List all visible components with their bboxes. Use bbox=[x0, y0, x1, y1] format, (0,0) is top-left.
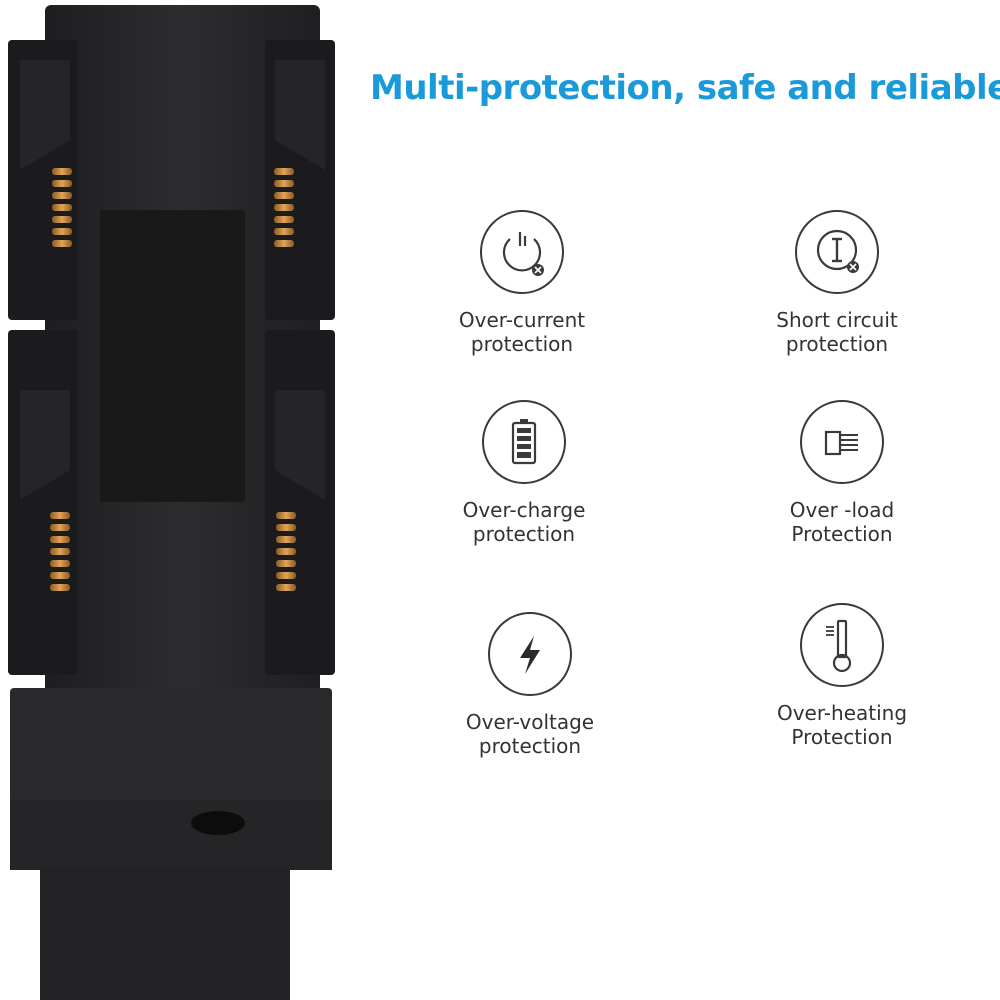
feature-label-line1: Short circuit bbox=[776, 308, 898, 332]
headline: Multi-protection, safe and reliable bbox=[370, 68, 1000, 108]
lightning-icon bbox=[488, 612, 572, 696]
feature-over-current: Over-current protection bbox=[407, 210, 637, 356]
feature-label-line1: Over-voltage bbox=[465, 710, 595, 734]
feature-over-heating: Over-heating Protection bbox=[727, 603, 957, 749]
feature-label-line1: Over-current bbox=[458, 308, 586, 332]
feature-label-line2: Protection bbox=[791, 725, 893, 749]
power-warning-icon bbox=[480, 210, 564, 294]
feature-label-line2: protection bbox=[470, 332, 574, 356]
feature-over-charge: Over-charge protection bbox=[409, 400, 639, 546]
feature-label-line2: Protection bbox=[791, 522, 893, 546]
feature-label-line2: protection bbox=[785, 332, 889, 356]
feature-label-line2: protection bbox=[478, 734, 582, 758]
charging-hub-image bbox=[8, 5, 335, 1000]
feature-short-circuit: Short circuit protection bbox=[722, 210, 952, 356]
feature-label-line1: Over-heating bbox=[776, 701, 908, 725]
feature-label-line1: Over -load bbox=[789, 498, 895, 522]
feature-label-line2: protection bbox=[472, 522, 576, 546]
load-plug-icon bbox=[800, 400, 884, 484]
feature-over-voltage: Over-voltage protection bbox=[415, 612, 645, 758]
current-symbol-icon bbox=[795, 210, 879, 294]
feature-over-load: Over -load Protection bbox=[727, 400, 957, 546]
battery-icon bbox=[482, 400, 566, 484]
thermometer-icon bbox=[800, 603, 884, 687]
feature-label-line1: Over-charge bbox=[462, 498, 586, 522]
